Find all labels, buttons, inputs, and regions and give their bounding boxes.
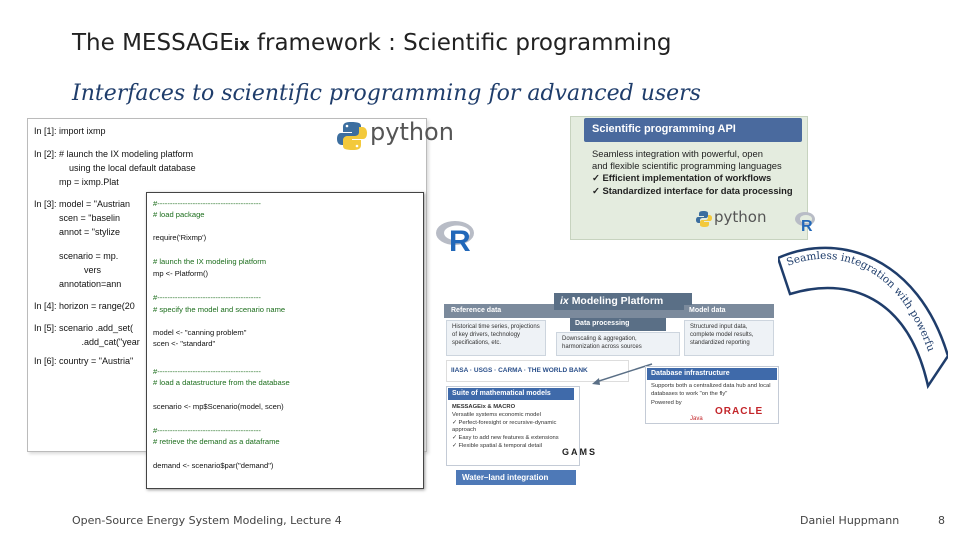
model-data-head: Model data <box>684 305 774 318</box>
api-panel-header: Scientific programming API <box>584 118 802 142</box>
suite-chk-1: ✓ Perfect-foresight or recursive-dynamic… <box>452 419 557 434</box>
partner-logos: IIASA · USGS · CARMA · THE WORLD BANK <box>446 360 629 382</box>
r-script-panel: #---------------------------------------… <box>146 192 424 489</box>
title-rest: framework : Scientific programming <box>249 30 672 56</box>
slide-subtitle: Interfaces to scientific programming for… <box>72 81 701 106</box>
platform-title: ix Modeling Platform <box>554 293 692 310</box>
py-line-7: annot = "stylize <box>34 227 120 237</box>
suite-title: MESSAGEix & MACRO <box>452 404 516 410</box>
api-line-2: and flexible scientific programming lang… <box>592 160 782 172</box>
python-logo-icon <box>337 122 367 150</box>
r-line-18: scenario <- mp$Scenario(model, scen) <box>153 402 284 411</box>
api-panel-body: Seamless integration with powerful, open… <box>592 148 802 197</box>
r-logo-letter: R <box>449 225 471 254</box>
proc-data-head: Data processing <box>570 318 666 331</box>
r-line-9: #---------------------------------------… <box>153 293 261 302</box>
api-r-letter: R <box>801 218 813 232</box>
db-head: Database infrastructure <box>647 368 777 380</box>
py-line-10: annotation=ann <box>34 279 122 289</box>
r-line-23: demand <- scenario$par("demand") <box>153 461 274 470</box>
partner-logos-text: IIASA · USGS · CARMA · THE WORLD BANK <box>451 367 588 374</box>
suite-head: Suite of mathematical models <box>448 388 574 400</box>
r-line-15: #---------------------------------------… <box>153 367 261 376</box>
proc-data-body: Downscaling & aggregation, harmonization… <box>556 332 680 356</box>
api-python-icon <box>696 211 712 227</box>
platform-title-prefix: ix <box>560 295 569 307</box>
ribbon-banner: Seamless integration with powerful scien… <box>778 236 948 390</box>
r-line-2: # load package <box>153 210 205 219</box>
suite-chk-2: ✓ Easy to add new features & extensions <box>452 435 559 442</box>
r-line-4: require('Rixmp') <box>153 233 207 242</box>
page-number: 8 <box>938 514 945 527</box>
r-line-10: # specify the model and scenario name <box>153 305 286 314</box>
py-line-5: In [3]: model = "Austrian <box>34 199 130 209</box>
r-line-13: scen <- "standard" <box>153 339 216 348</box>
ref-data-body: Historical time series, projections of k… <box>446 320 546 356</box>
connector-arrows <box>592 363 653 385</box>
slide-title: The MESSAGEix framework : Scientific pro… <box>72 30 672 56</box>
py-line-1: In [1]: import ixmp <box>34 126 106 136</box>
title-subscript: ix <box>233 35 250 54</box>
r-line-1: #---------------------------------------… <box>153 199 261 208</box>
model-data-body: Structured input data, complete model re… <box>684 320 774 356</box>
r-line-20: #---------------------------------------… <box>153 426 261 435</box>
oracle-logo: ORACLE <box>715 406 764 417</box>
py-line-11: In [4]: horizon = range(20 <box>34 301 135 311</box>
suite-body: MESSAGEix & MACRO Versatile systems econ… <box>452 404 572 451</box>
r-line-12: model <- "canning problem" <box>153 328 247 337</box>
api-r-logo-icon: R <box>795 212 815 232</box>
api-check-2: ✓ Standardized interface for data proces… <box>592 184 793 196</box>
py-line-13: .add_cat("year <box>34 337 140 347</box>
python-logo-text: python <box>370 118 454 146</box>
py-line-8: scenario = mp. <box>34 251 119 261</box>
ref-data-head: Reference data <box>446 305 546 318</box>
r-logo-icon: R <box>436 221 474 254</box>
r-line-6: # launch the IX modeling platform <box>153 257 267 266</box>
water-land-bar: Water–land integration <box>456 470 576 485</box>
db-powered: Powered by <box>651 400 682 407</box>
db-desc: Supports both a centralized data hub and… <box>651 383 771 397</box>
r-line-16: # load a datastructure from the database <box>153 378 290 387</box>
py-line-4: mp = ixmp.Plat <box>34 177 119 187</box>
r-line-21: # retrieve the demand as a dataframe <box>153 437 280 446</box>
py-line-14: In [6]: country = "Austria" <box>34 356 134 366</box>
suite-desc: Versatile systems economic model <box>452 411 541 418</box>
py-line-3: using the local default database <box>34 163 196 173</box>
gams-logo: GAMS <box>562 447 597 457</box>
footer-course: Open-Source Energy System Modeling, Lect… <box>72 514 342 527</box>
r-line-7: mp <- Platform() <box>153 269 209 278</box>
api-line-1: Seamless integration with powerful, open <box>592 148 763 159</box>
platform-title-text: Modeling Platform <box>571 295 664 307</box>
db-body: Supports both a centralized data hub and… <box>651 383 775 408</box>
py-line-9: vers <box>34 265 102 275</box>
java-logo: Java <box>690 416 703 422</box>
api-check-1: ✓ Efficient implementation of workflows <box>592 172 772 184</box>
py-line-2: In [2]: # launch the IX modeling platfor… <box>34 149 194 159</box>
py-line-12: In [5]: scenario .add_set( <box>34 323 134 333</box>
py-line-6: scen = "baselin <box>34 213 120 223</box>
api-python-label: python <box>714 208 767 226</box>
footer-author: Daniel Huppmann <box>800 514 900 527</box>
suite-chk-3: ✓ Flexible spatial & temporal detail <box>452 443 542 450</box>
title-main: The MESSAGE <box>72 30 234 56</box>
